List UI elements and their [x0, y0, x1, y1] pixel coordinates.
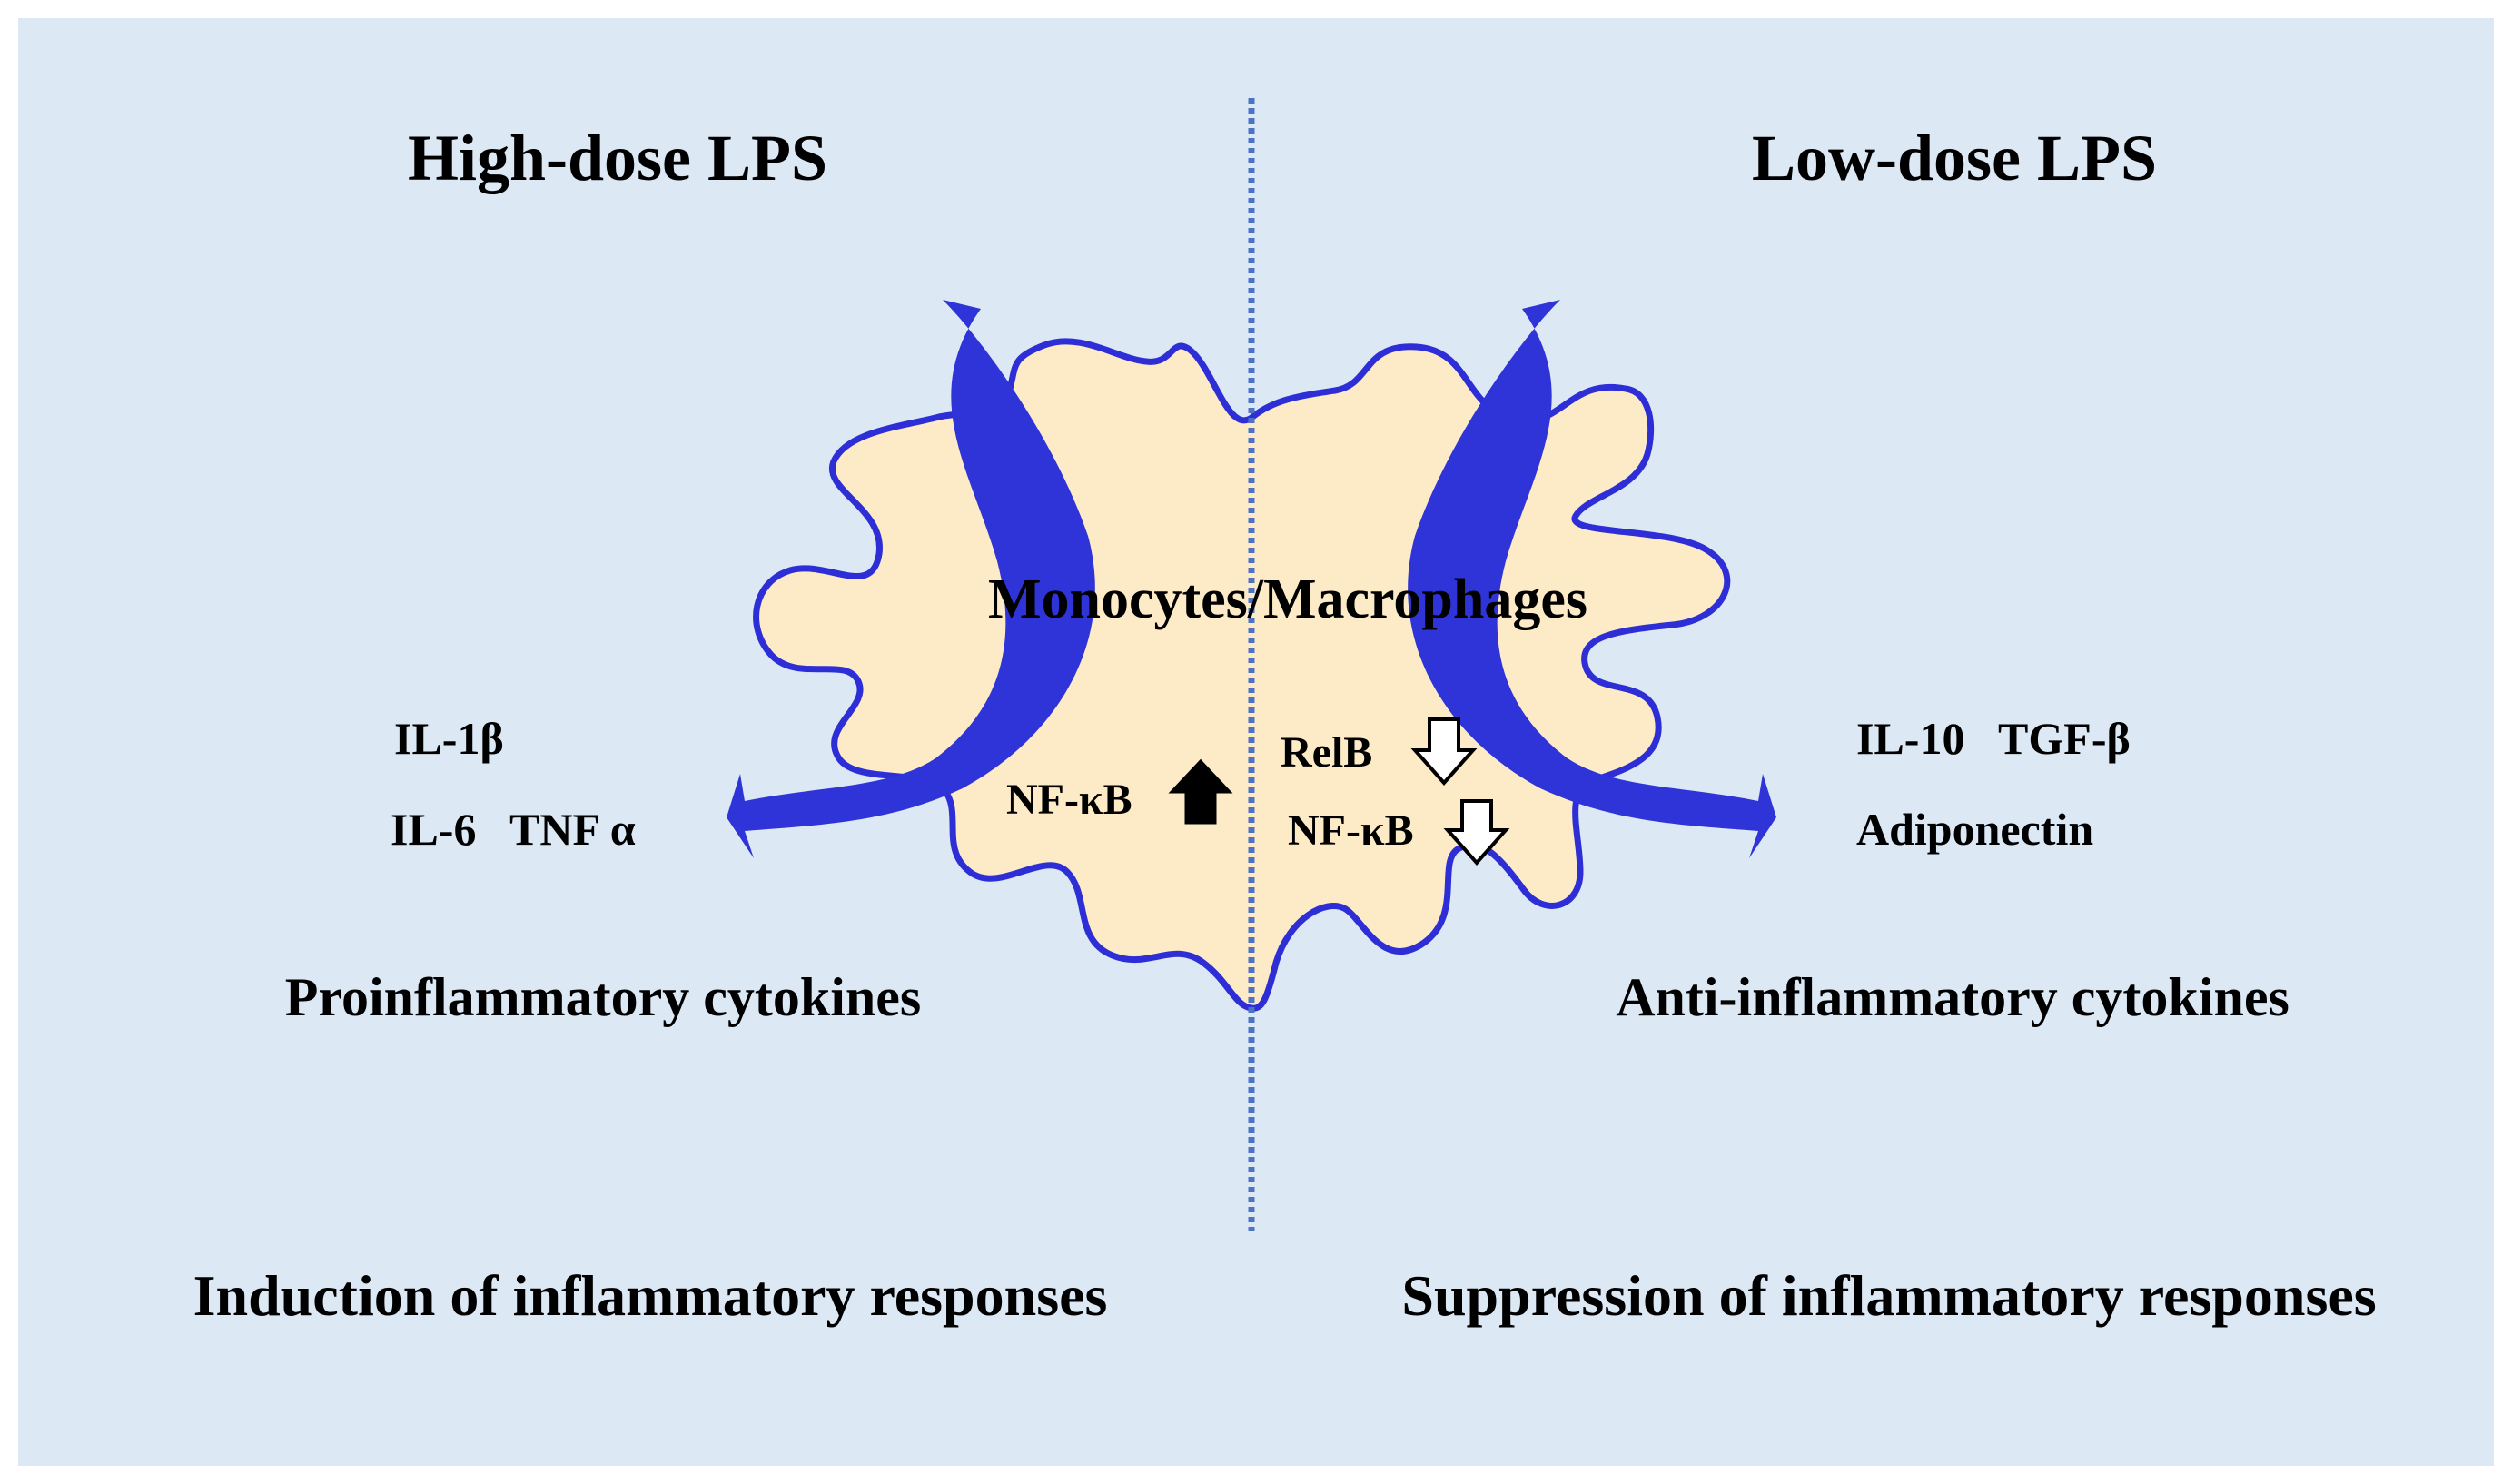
- relb-label: RelB: [1281, 728, 1372, 777]
- left-outcome: Induction of inflammatory responses: [193, 1263, 1108, 1328]
- up-filled-arrow-icon: [1168, 758, 1233, 825]
- right-heading: Low-dose LPS: [1752, 122, 2157, 194]
- right-curved-arrow-icon: [1408, 300, 1776, 858]
- right-cytokine-line-1: IL-10 TGF-β: [1856, 713, 2131, 764]
- right-outcome: Suppression of inflammatory responses: [1401, 1263, 2376, 1328]
- right-cytokine-group: Anti-inflammatory cytokines: [1616, 967, 2289, 1027]
- left-cytokine-line-2: IL-6 TNF α: [391, 804, 636, 855]
- left-cytokine-group: Proinflammatory cytokines: [285, 967, 921, 1027]
- nfkb-down-outline-arrow-icon: [1443, 799, 1510, 866]
- left-cytokine-line-1: IL-1β: [394, 713, 504, 764]
- left-heading: High-dose LPS: [408, 122, 827, 194]
- left-curved-arrow-icon: [727, 300, 1095, 858]
- right-nfkb-label: NF-κB: [1288, 806, 1414, 855]
- left-nfkb-label: NF-κB: [1006, 776, 1132, 824]
- relb-down-outline-arrow-icon: [1410, 717, 1478, 787]
- cell-label: Monocytes/Macrophages: [988, 569, 1587, 630]
- right-cytokine-line-2: Adiponectin: [1856, 804, 2093, 855]
